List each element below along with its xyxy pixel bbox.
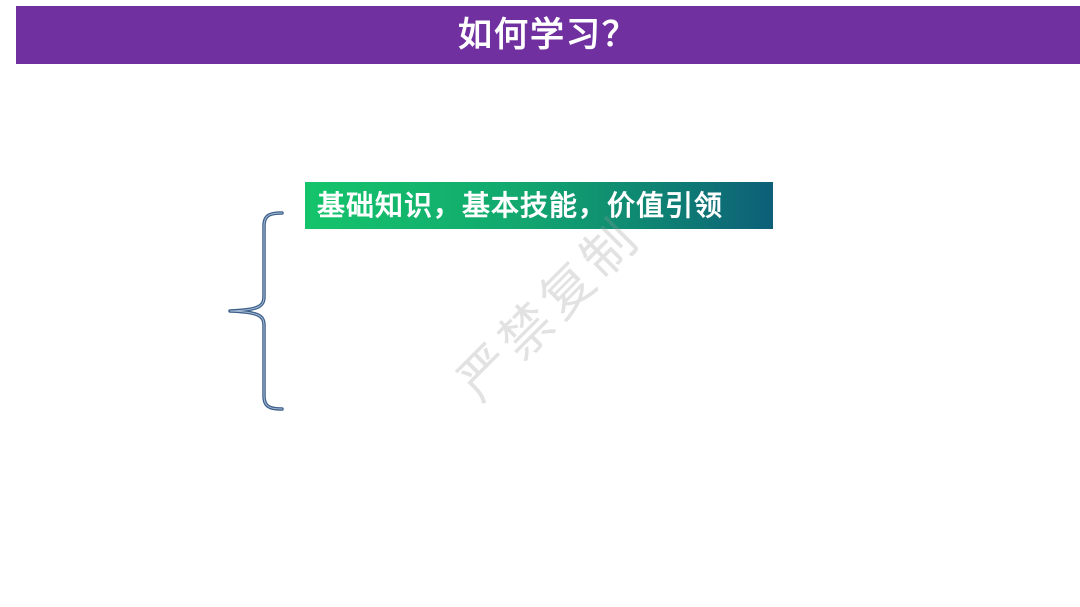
list-item-label: 基础知识，基本技能，价值引领: [317, 188, 724, 222]
title-bar: 如何学习？: [16, 6, 1080, 64]
page-title: 如何学习？: [458, 15, 638, 55]
curly-brace-icon: [228, 211, 284, 411]
watermark: 严禁复制: [446, 206, 654, 413]
list-item-box: 基础知识，基本技能，价值引领: [305, 182, 773, 229]
